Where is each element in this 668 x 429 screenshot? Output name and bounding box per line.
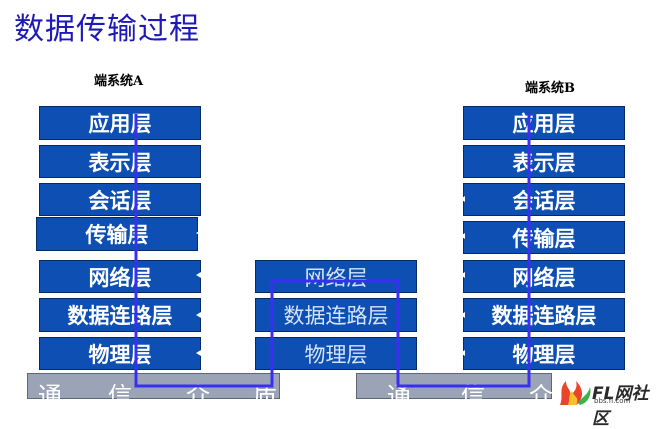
system-b-physical-layer: 物理层 xyxy=(463,337,625,370)
medium-left-char: 通 xyxy=(38,382,62,410)
arrow-tip-icon xyxy=(460,350,465,356)
arrow-tip-icon xyxy=(460,312,465,318)
page-title: 数据传输过程 xyxy=(14,12,200,47)
system-a-datalink-layer: 数据连路层 xyxy=(39,298,201,332)
watermark-logo: FL网社区 bbs.fl.com xyxy=(554,377,664,429)
system-a-transport-layer: 传输层 xyxy=(36,217,198,251)
system-b-presentation-layer: 表示层 xyxy=(463,145,625,178)
medium-left-char: 信 xyxy=(108,382,132,410)
flame-logo-icon xyxy=(560,381,591,405)
arrow-tip-icon xyxy=(196,312,201,318)
arrow-tip-icon xyxy=(460,233,465,239)
system-b-transport-layer: 传输层 xyxy=(463,221,625,254)
system-a-physical-layer: 物理层 xyxy=(39,337,201,370)
arrow-tip-icon xyxy=(196,272,201,278)
system-a-label: 端系统A xyxy=(94,74,144,89)
system-a-session-layer: 会话层 xyxy=(39,183,201,216)
system-b-network-layer: 网络层 xyxy=(463,260,625,293)
system-a-presentation-layer: 表示层 xyxy=(39,145,201,178)
arrow-tip-icon xyxy=(460,272,465,278)
arrow-tip-icon xyxy=(460,196,465,202)
medium-right-char: 介 xyxy=(529,382,553,410)
system-b-datalink-layer: 数据连路层 xyxy=(463,298,625,332)
data-flow-line xyxy=(134,114,531,388)
system-b-application-layer: 应用层 xyxy=(463,106,625,140)
system-b-session-layer: 会话层 xyxy=(463,183,625,216)
data-flow-path xyxy=(134,114,531,388)
arrow-tip-icon xyxy=(196,350,201,356)
watermark-subtext: bbs.fl.com xyxy=(594,397,631,405)
system-b-label: 端系统B xyxy=(525,81,575,96)
system-a-network-layer: 网络层 xyxy=(39,260,201,293)
arrow-tip-icon xyxy=(196,230,201,236)
relay-network-layer: 网络层 xyxy=(255,260,417,293)
relay-datalink-layer: 数据连路层 xyxy=(255,298,417,332)
system-a-application-layer: 应用层 xyxy=(39,106,201,140)
relay-physical-layer: 物理层 xyxy=(255,337,417,370)
